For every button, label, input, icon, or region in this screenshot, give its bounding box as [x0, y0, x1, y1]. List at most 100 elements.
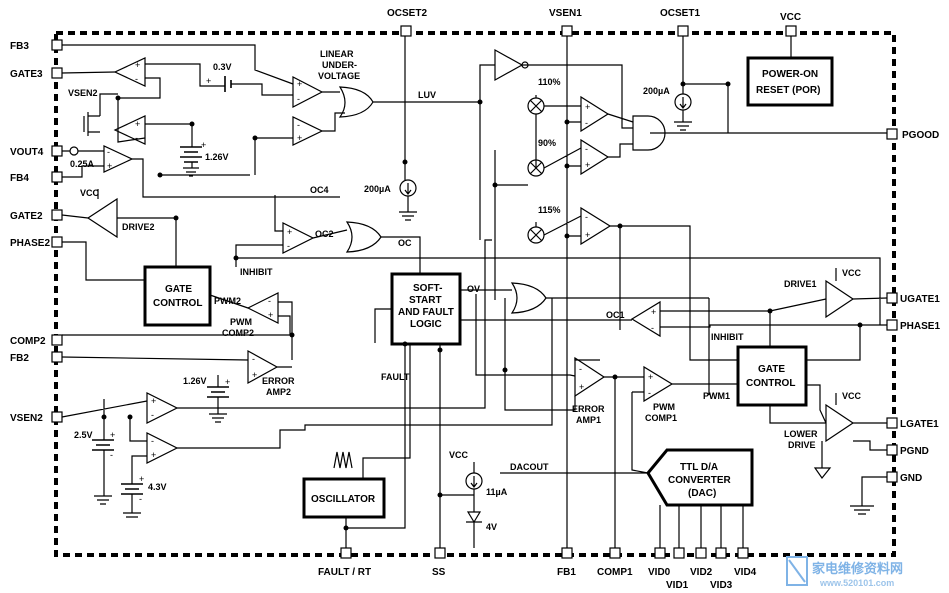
error-amp2-amp	[247, 349, 279, 385]
pin-label-lgate1: LGATE1	[900, 419, 939, 430]
svg-text:+: +	[225, 377, 230, 387]
svg-text:-: -	[135, 74, 138, 84]
pin-vid1	[673, 547, 685, 559]
and-gate-pgood	[632, 115, 666, 151]
por-label-2: RESET (POR)	[756, 85, 820, 96]
pin-vid3	[715, 547, 727, 559]
pin-vid4	[737, 547, 749, 559]
pin-label-ss: SS	[432, 567, 446, 578]
linear-uv-label-2: UNDER-	[322, 60, 357, 70]
pin-label-fault-rt: FAULT / RT	[318, 567, 371, 578]
pin-pgood	[886, 128, 898, 140]
svg-text:-: -	[139, 494, 142, 504]
pin-label-pgnd: PGND	[900, 446, 929, 457]
svg-text:-: -	[287, 241, 290, 251]
error-amp1-label-1: ERROR	[572, 404, 605, 414]
pin-label-vsen1: VSEN1	[549, 8, 582, 19]
amp-vsen2-check	[113, 115, 146, 145]
svg-text:+: +	[151, 396, 156, 406]
svg-text:+: +	[252, 370, 257, 380]
drive1-label: DRIVE1	[784, 279, 817, 289]
svg-text:-: -	[585, 212, 588, 222]
pwm-comp2-amp	[246, 292, 279, 324]
pin-label-vid3: VID3	[710, 580, 733, 591]
inhibit-left-label: INHIBIT	[240, 267, 273, 277]
pin-fault-rt	[340, 547, 352, 559]
ua11-label: 11µA	[486, 487, 508, 497]
pin-label-fb3: FB3	[10, 41, 29, 52]
pin-lgate1	[886, 417, 898, 429]
error-amp1-amp	[574, 356, 606, 398]
battery-03v	[224, 76, 232, 92]
gate-control-left-label-2: CONTROL	[153, 298, 202, 309]
svg-text:+: +	[297, 79, 302, 89]
current-source-11ua	[465, 472, 483, 490]
svg-text:+: +	[139, 474, 144, 484]
fault-label: FAULT	[381, 372, 410, 382]
pin-gate3	[51, 67, 63, 79]
battery-43v	[121, 483, 143, 495]
pin-label-gate2: GATE2	[10, 211, 43, 222]
junction-dots	[101, 81, 863, 531]
gnd-symbol-6	[123, 512, 141, 518]
pin-vsen2	[51, 411, 63, 423]
por-block	[746, 56, 834, 107]
v126-mid-label: 1.26V	[183, 376, 207, 386]
a025-label: 0.25A	[70, 159, 95, 169]
dacout-label: DACOUT	[510, 462, 549, 472]
pin-gate2	[51, 209, 63, 221]
svg-text:-: -	[110, 450, 113, 460]
dac-label-2: CONVERTER	[668, 475, 732, 486]
lower-drive-label-2: DRIVE	[788, 440, 816, 450]
svg-text:+: +	[268, 310, 273, 320]
pin-label-fb4: FB4	[10, 173, 29, 184]
gnd-symbol-3	[674, 121, 692, 131]
svg-text:+: +	[201, 140, 206, 150]
svg-text:-: -	[151, 436, 154, 446]
oc4-label: OC4	[310, 185, 329, 195]
gnd-symbol-1	[183, 167, 199, 177]
p110-label: 110%	[538, 77, 561, 87]
gate-control-left-label-1: GATE	[165, 284, 192, 295]
pin-label-vcc-top: VCC	[780, 12, 801, 23]
svg-text:+: +	[151, 450, 156, 460]
ua200-right-label: 200µA	[643, 86, 670, 96]
pin-label-vout4: VOUT4	[10, 147, 44, 158]
or-gate-oc	[345, 221, 382, 253]
comp-oc2	[282, 222, 315, 254]
comp-uv2	[292, 116, 324, 146]
svg-text:+: +	[651, 307, 656, 317]
oscillator-label: OSCILLATOR	[311, 494, 376, 505]
pin-vid0	[654, 547, 666, 559]
amp-vout4	[103, 145, 134, 173]
svg-text:+: +	[585, 102, 590, 112]
v03-label: 0.3V	[213, 62, 232, 72]
pwm-comp1-label-2: COMP1	[645, 413, 677, 423]
svg-text:+: +	[579, 382, 584, 392]
vcc-drive2-label: VCC	[80, 188, 100, 198]
svg-text:+: +	[135, 60, 140, 70]
pin-fb3	[51, 39, 63, 51]
pin-ocset2	[400, 25, 412, 37]
error-amp2-label-1: ERROR	[262, 376, 295, 386]
pin-pgnd	[886, 444, 898, 456]
gate-control-right-block	[736, 345, 808, 407]
pin-phase1	[886, 319, 898, 331]
v4-label: 4V	[486, 522, 497, 532]
pin-label-vid1: VID1	[666, 580, 689, 591]
comp-oc1	[630, 300, 661, 338]
svg-text:-: -	[297, 120, 300, 130]
svg-text:-: -	[151, 410, 154, 420]
ov-label: OV	[467, 284, 480, 294]
driver-lower	[825, 403, 855, 443]
gnd-symbol-2	[399, 211, 417, 221]
pwm-comp2-label-1: PWM	[230, 317, 252, 327]
soft-start-label-2: START	[409, 295, 442, 306]
watermark-text: 家电维修资料网	[812, 561, 903, 576]
soft-start-label-4: LOGIC	[410, 319, 442, 330]
svg-text:+: +	[135, 119, 140, 129]
linear-uv-label-1: LINEAR	[320, 49, 354, 59]
pin-label-fb1: FB1	[557, 567, 576, 578]
comp-vsen2-ov	[146, 392, 179, 424]
